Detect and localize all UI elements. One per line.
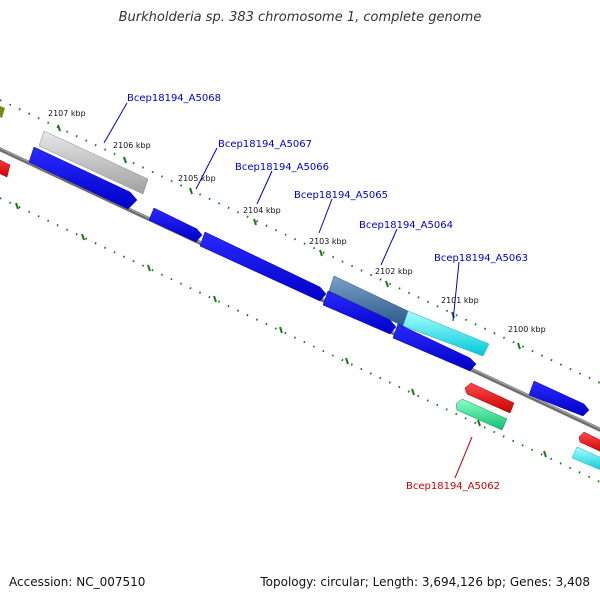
- gene-reverse-left[interactable]: [0, 157, 11, 178]
- gene-label-a5066[interactable]: Bcep18194_A5066: [235, 162, 329, 173]
- tick-label-2103: 2103 kbp: [309, 237, 347, 246]
- inner-major-ticks: [15, 202, 547, 458]
- gene-label-a5064[interactable]: Bcep18194_A5064: [359, 220, 453, 231]
- gene-bcep18194-a5066[interactable]: [199, 231, 327, 302]
- gene-forward-6[interactable]: [392, 323, 477, 372]
- gene-label-a5065[interactable]: Bcep18194_A5065: [294, 190, 388, 201]
- map-title: Burkholderia sp. 383 chromosome 1, compl…: [118, 10, 482, 25]
- gene-reverse-1[interactable]: [464, 382, 515, 414]
- accession-text: Accession: NC_007510: [9, 575, 146, 589]
- gene-bcep18194-a5063[interactable]: [402, 310, 490, 357]
- gene-label-a5062[interactable]: Bcep18194_A5062: [406, 481, 500, 492]
- gene-reverse-right[interactable]: [578, 431, 600, 454]
- gene-cyan-right[interactable]: [571, 446, 600, 472]
- gene-bcep18194-a5067[interactable]: [148, 207, 203, 243]
- gene-fragment-top-left: [0, 106, 5, 118]
- gene-bcep18194-a5068[interactable]: [38, 130, 149, 195]
- inner-ruler: [0, 197, 600, 483]
- gene-forward-7[interactable]: [528, 380, 590, 417]
- tick-label-2107: 2107 kbp: [48, 109, 86, 118]
- tick-label-2106: 2106 kbp: [113, 141, 151, 150]
- tick-label-2101: 2101 kbp: [441, 296, 479, 305]
- tick-label-2105: 2105 kbp: [178, 174, 216, 183]
- gene-label-a5063[interactable]: Bcep18194_A5063: [434, 253, 528, 264]
- gene-label-a5068[interactable]: Bcep18194_A5068: [127, 93, 221, 104]
- gene-bcep18194-a5064[interactable]: [322, 290, 397, 335]
- gene-label-a5067[interactable]: Bcep18194_A5067: [218, 139, 312, 150]
- tick-label-2104: 2104 kbp: [243, 206, 281, 215]
- tick-label-2100: 2100 kbp: [508, 325, 546, 334]
- leader-lines: [103, 102, 473, 479]
- gene-bcep18194-a5062[interactable]: [455, 398, 508, 431]
- outer-major-ticks: [57, 124, 521, 350]
- genome-summary-text: Topology: circular; Length: 3,694,126 bp…: [260, 575, 590, 589]
- gene-forward-1[interactable]: [28, 146, 138, 210]
- tick-label-2102: 2102 kbp: [375, 267, 413, 276]
